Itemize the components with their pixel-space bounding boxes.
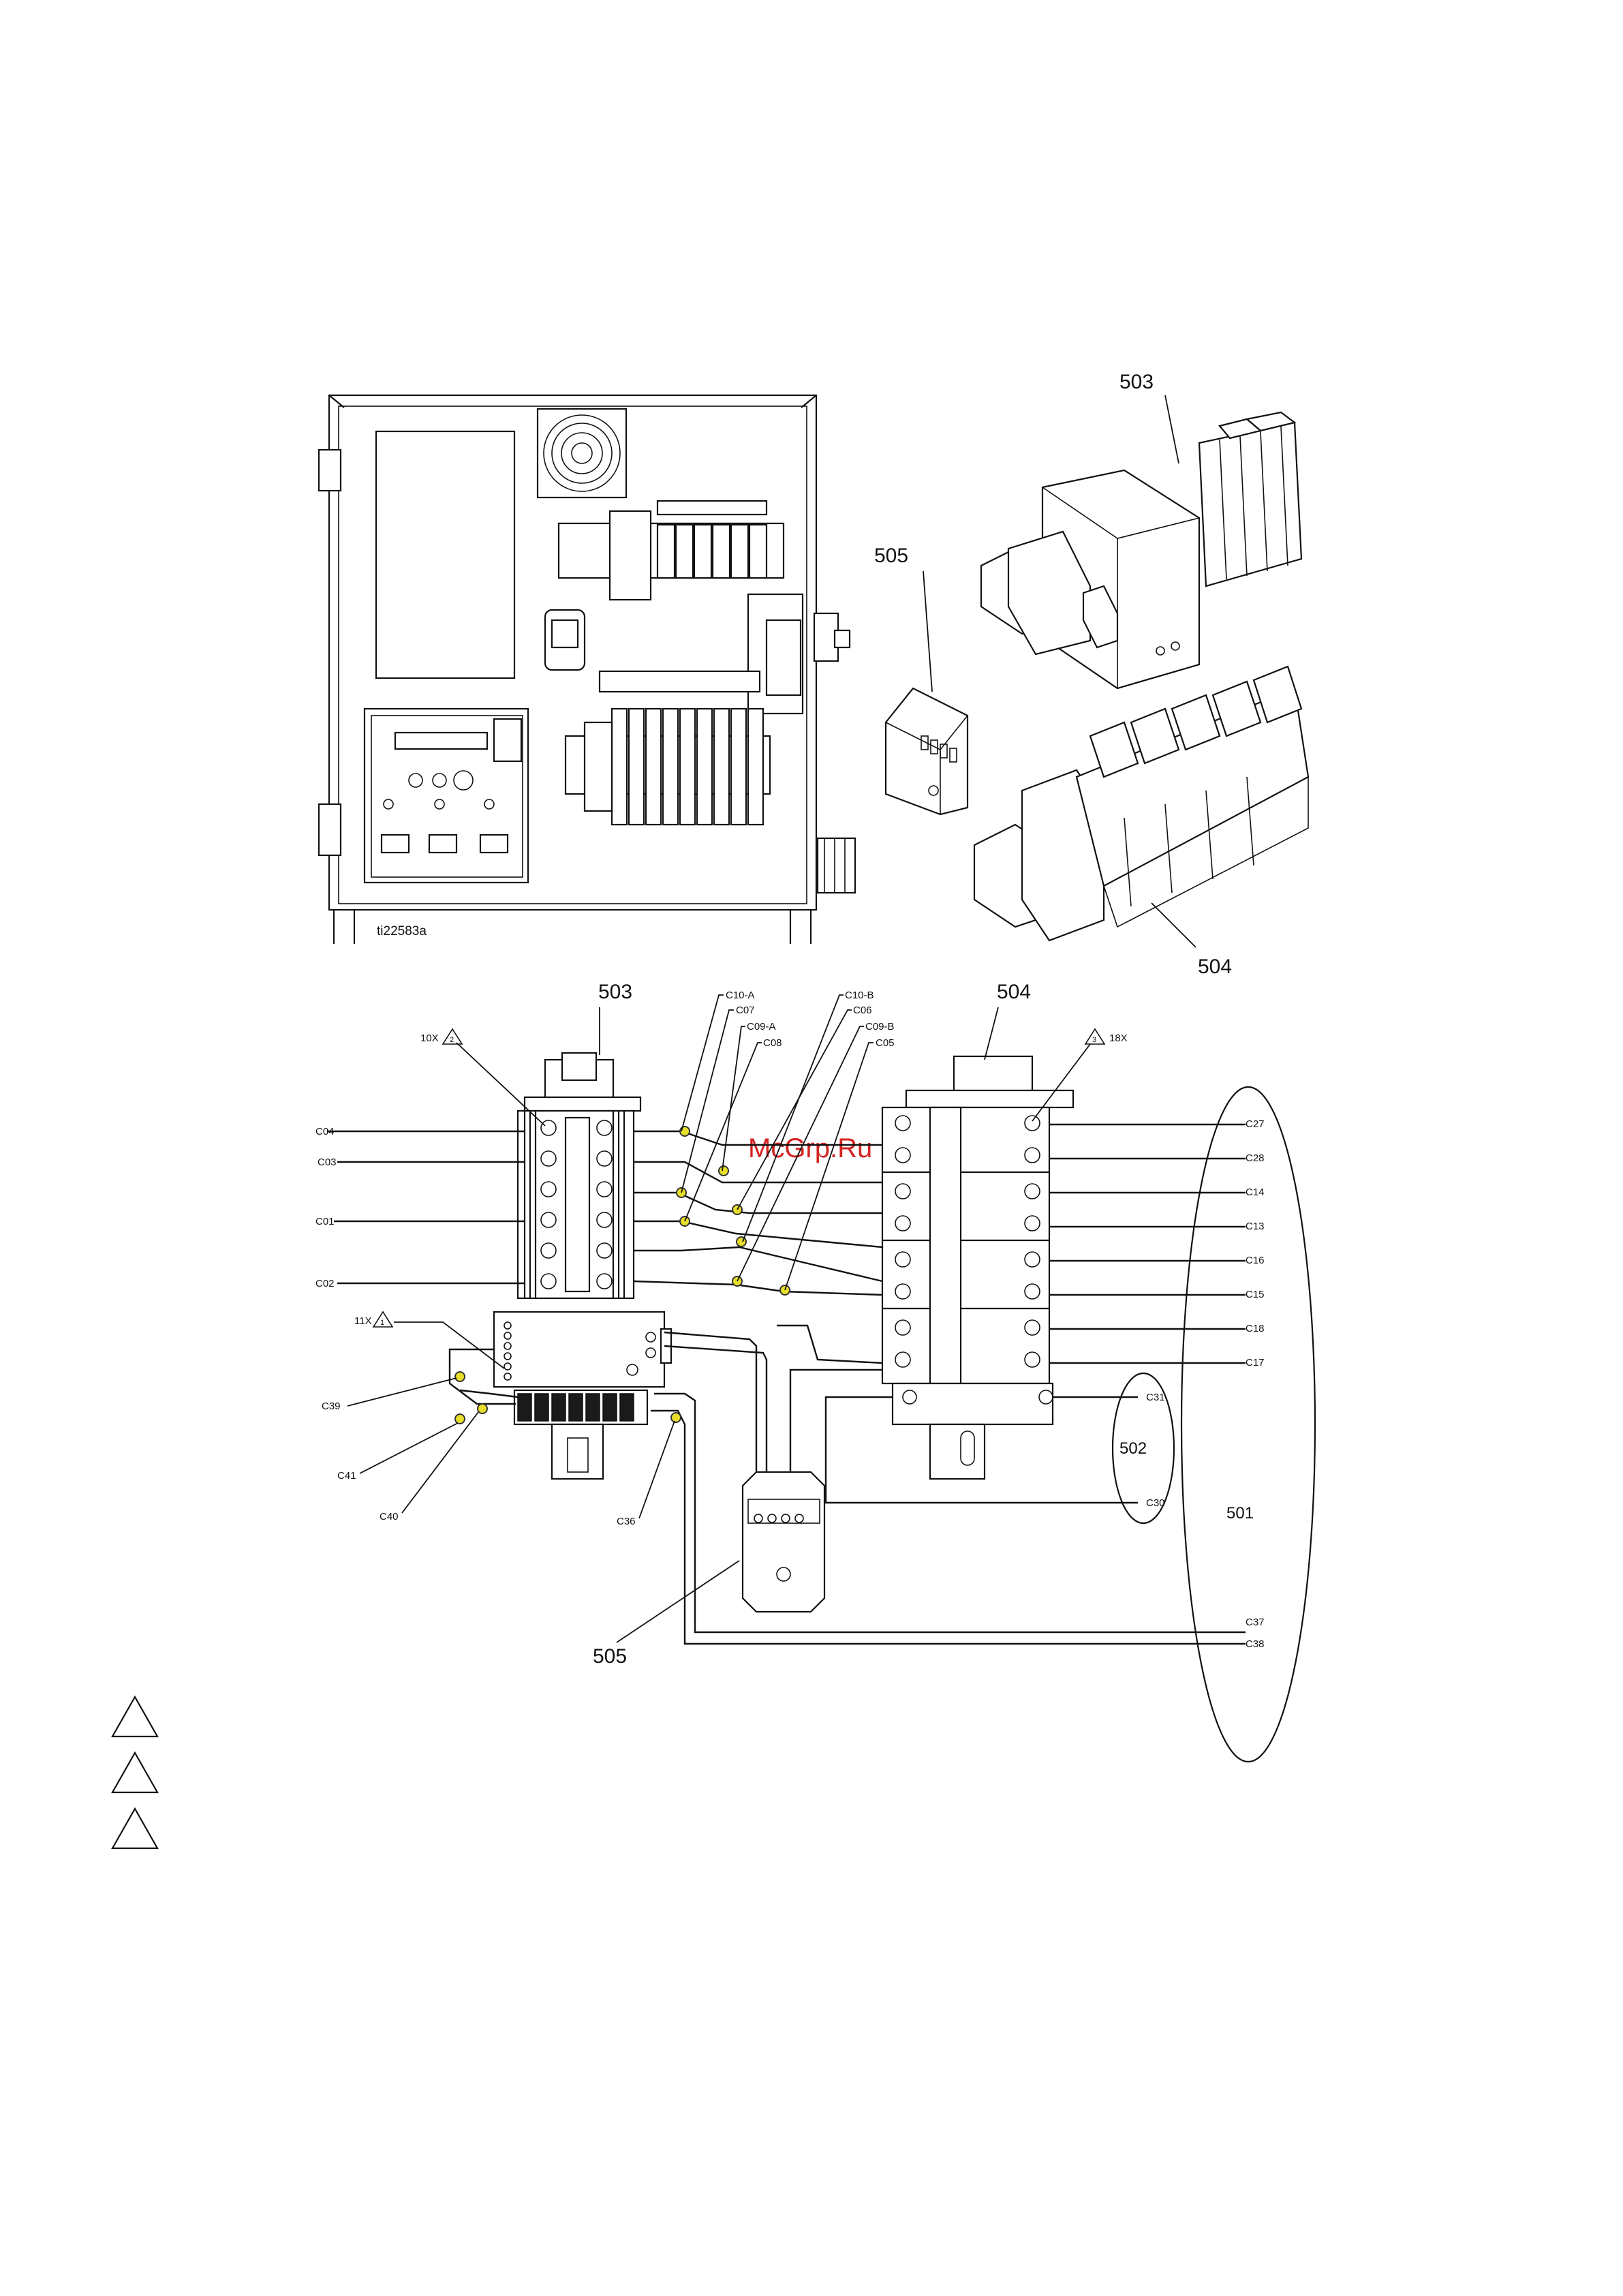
wire-label-c09a: C09-A: [747, 1021, 776, 1032]
callout-504-schematic: 504: [997, 981, 1031, 1003]
multiplier-11x: 11X: [354, 1315, 372, 1327]
multiplier-10x: 10X: [420, 1032, 439, 1044]
wire-label-c27: C27: [1246, 1118, 1265, 1130]
wire-label-c18: C18: [1246, 1323, 1265, 1334]
wire-label-c39: C39: [322, 1400, 341, 1412]
callout-505-top: 505: [874, 545, 908, 567]
wire-label-c28: C28: [1246, 1152, 1265, 1164]
schematic-device-505: 505: [593, 1472, 824, 1668]
assembly-504-illustration: 504: [974, 667, 1308, 978]
callout-502: 502: [1119, 1439, 1147, 1458]
wire-label-c41: C41: [337, 1470, 356, 1482]
terminal-block-row-upper: [658, 525, 767, 578]
wire-label-c03: C03: [318, 1157, 337, 1168]
wire-label-c30: C30: [1146, 1497, 1165, 1509]
note-number-2: 2: [450, 1036, 454, 1044]
callout-501: 501: [1226, 1504, 1254, 1522]
wire-label-c06: C06: [853, 1005, 872, 1016]
assembly-503-illustration: 503: [981, 371, 1301, 688]
wire-label-c01: C01: [315, 1216, 335, 1227]
wire-label-c10b: C10-B: [845, 990, 874, 1001]
multiplier-18x: 18X: [1109, 1032, 1128, 1044]
wire-label-c38: C38: [1246, 1638, 1265, 1650]
wire-label-c37: C37: [1246, 1617, 1265, 1628]
wire-label-c04: C04: [315, 1126, 335, 1137]
device-505-illustration: 505: [874, 545, 968, 814]
wire-label-c10a: C10-A: [726, 990, 755, 1001]
callout-504-top: 504: [1198, 955, 1232, 978]
wire-label-c07: C07: [736, 1005, 755, 1016]
wire-label-c14: C14: [1246, 1187, 1265, 1198]
wire-label-c40: C40: [380, 1511, 399, 1522]
terminal-bank-lower-503: [518, 1394, 634, 1421]
wire-label-c16: C16: [1246, 1255, 1265, 1266]
wire-labels-left: C04 C03 C01 C02: [315, 1126, 337, 1289]
schematic-block-504: 504: [882, 981, 1073, 1479]
wire-label-c08: C08: [763, 1037, 782, 1049]
note-number-1: 1: [380, 1319, 384, 1327]
wire-label-c02: C02: [315, 1278, 335, 1289]
wire-labels-right: C27 C28 C14 C13 C16 C15 C18 C17: [1246, 1118, 1265, 1368]
callout-505-schematic: 505: [593, 1645, 627, 1668]
wire-label-c13: C13: [1246, 1221, 1265, 1232]
note-legend: [112, 1697, 157, 1848]
wire-label-c09b: C09-B: [865, 1021, 895, 1032]
wire-label-c17: C17: [1246, 1357, 1265, 1368]
wire-label-c15: C15: [1246, 1289, 1265, 1300]
control-cabinet-illustration: ti22583a: [319, 395, 855, 944]
wire-label-c31: C31: [1146, 1392, 1165, 1403]
note-number-3: 3: [1092, 1036, 1096, 1044]
figure-id-label: ti22583a: [377, 924, 427, 938]
wire-label-c05: C05: [876, 1037, 895, 1049]
callout-503-top: 503: [1119, 371, 1154, 393]
wire-label-c36: C36: [617, 1516, 636, 1527]
schematic-block-503: 503: [494, 981, 671, 1479]
note-legend-triangle-1-icon: [112, 1697, 157, 1736]
watermark: McGrp.Ru: [748, 1133, 872, 1163]
note-legend-triangle-3-icon: [112, 1809, 157, 1848]
terminal-block-row-lower: [612, 709, 763, 825]
fan-icon: [538, 409, 626, 498]
note-legend-triangle-2-icon: [112, 1753, 157, 1792]
callout-503-schematic: 503: [598, 981, 632, 1003]
